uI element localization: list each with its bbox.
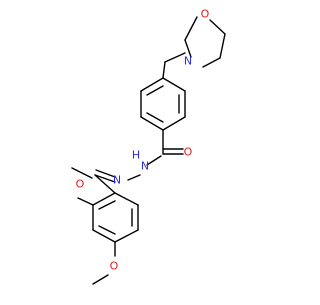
hydrazone-chain xyxy=(94,129,184,194)
bond xyxy=(162,61,166,79)
bond xyxy=(71,167,93,179)
bond xyxy=(140,116,164,131)
bond xyxy=(202,57,221,68)
bond xyxy=(92,229,116,243)
structure-canvas: O N O H N N O O xyxy=(71,8,226,285)
ortho-methoxy-oxygen-label: O xyxy=(76,178,85,191)
bond xyxy=(92,192,116,206)
bond xyxy=(94,174,116,183)
bond xyxy=(140,77,164,92)
bond xyxy=(146,155,162,166)
dimethoxyphenyl-ring xyxy=(92,192,139,243)
aromatic-bond xyxy=(98,200,116,210)
bond xyxy=(164,52,186,63)
bond xyxy=(94,174,116,194)
molecule-diagram: O N O H N N O O xyxy=(71,8,226,285)
bond xyxy=(114,229,139,243)
bond xyxy=(127,174,141,181)
morpholine-oxygen-label: O xyxy=(201,8,210,21)
bond xyxy=(92,274,109,285)
aromatic-bond xyxy=(146,85,164,96)
bond xyxy=(162,77,186,92)
aromatic-bond xyxy=(146,112,164,123)
amide-hydrogen-label: H xyxy=(132,149,140,162)
amide-nitrogen-label: N xyxy=(141,160,149,173)
para-methoxy-oxygen-label: O xyxy=(110,260,119,273)
bond xyxy=(162,116,186,131)
bond xyxy=(77,197,94,206)
bond xyxy=(114,192,139,206)
methoxy-groups xyxy=(71,167,116,285)
morpholine-nitrogen-label: N xyxy=(184,55,192,68)
bond xyxy=(219,33,226,59)
imine-nitrogen-label: N xyxy=(113,174,121,187)
bond xyxy=(184,39,192,58)
morpholine-ring xyxy=(184,16,226,68)
carbonyl-oxygen-label: O xyxy=(184,146,193,159)
bond xyxy=(184,16,198,41)
bond xyxy=(95,169,116,178)
aromatic-bond xyxy=(98,225,116,235)
bond xyxy=(209,19,226,35)
methylene-linker xyxy=(162,52,186,79)
benzamide-ring xyxy=(140,77,186,131)
